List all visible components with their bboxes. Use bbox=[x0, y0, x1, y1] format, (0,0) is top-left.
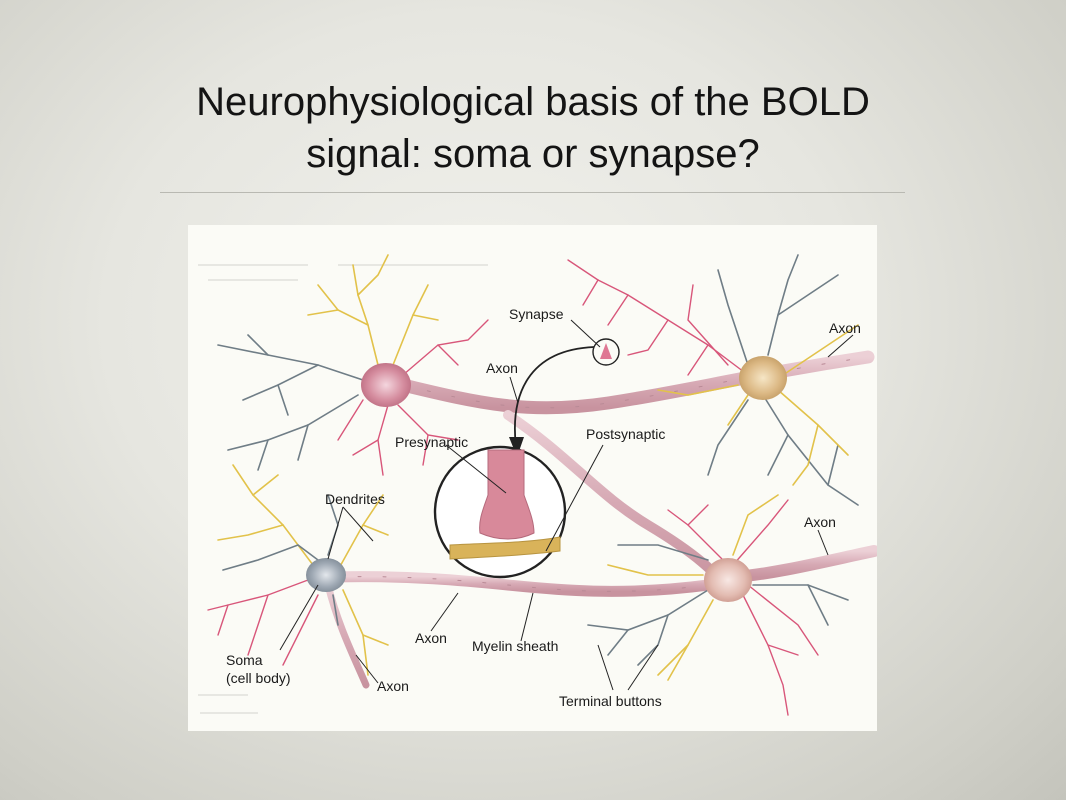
label-postsynaptic: Postsynaptic bbox=[586, 426, 665, 442]
label-synapse: Synapse bbox=[509, 306, 564, 322]
background-print-bleed bbox=[198, 264, 488, 714]
arrowhead bbox=[509, 437, 524, 457]
neuron-bottom-right bbox=[587, 494, 849, 716]
slide-title-line-1: Neurophysiological basis of the BOLD bbox=[196, 80, 870, 124]
neuron-bottom-left bbox=[207, 464, 389, 676]
slide-title: Neurophysiological basis of the BOLD sig… bbox=[100, 76, 966, 180]
neuron-illustration: Synapse Axon Axon Presynaptic Postsynapt… bbox=[198, 254, 877, 716]
label-axon-top-right: Axon bbox=[829, 320, 861, 336]
label-axon-bottom-left: Axon bbox=[377, 678, 409, 694]
label-dendrites: Dendrites bbox=[325, 491, 385, 507]
slide-title-line-2: signal: soma or synapse? bbox=[306, 132, 760, 176]
synapse-marker bbox=[592, 338, 620, 366]
label-soma: Soma bbox=[226, 652, 263, 668]
label-axon-bottom-center: Axon bbox=[415, 630, 447, 646]
label-axon-right: Axon bbox=[804, 514, 836, 530]
label-pointers bbox=[279, 319, 854, 691]
axons bbox=[324, 350, 877, 689]
diagram-labels: Synapse Axon Axon Presynaptic Postsynapt… bbox=[226, 306, 861, 709]
label-myelin-sheath: Myelin sheath bbox=[472, 638, 558, 654]
neuron-top-right bbox=[567, 254, 859, 506]
label-presynaptic: Presynaptic bbox=[395, 434, 468, 450]
neuron-top-left bbox=[217, 254, 489, 476]
label-axon-top-center: Axon bbox=[486, 360, 518, 376]
label-terminal-buttons: Terminal buttons bbox=[559, 693, 662, 709]
synapse-zoom-arrow bbox=[514, 346, 595, 448]
label-cell-body: (cell body) bbox=[226, 670, 291, 686]
title-divider bbox=[160, 192, 905, 193]
neuron-diagram: Synapse Axon Axon Presynaptic Postsynapt… bbox=[188, 225, 877, 731]
synapse-magnified-view bbox=[433, 445, 567, 579]
